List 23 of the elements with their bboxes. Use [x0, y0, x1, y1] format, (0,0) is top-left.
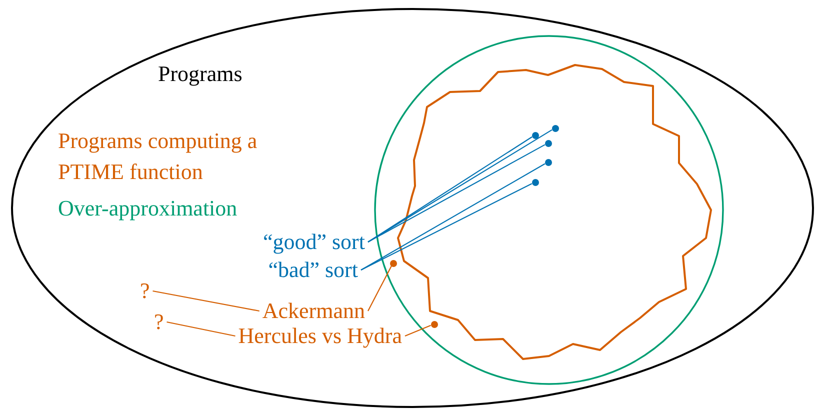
item-label: “good” sort: [260, 229, 368, 255]
region-caption: Over-approximation: [58, 194, 238, 222]
set-label: Programs: [158, 63, 242, 85]
leader-line: [368, 129, 552, 242]
point-marker: [544, 140, 552, 146]
item-label: Hercules vs Hydra: [235, 323, 405, 349]
item-label: Ackermann: [259, 298, 368, 324]
point-marker: [544, 158, 552, 166]
leader-line: [152, 290, 260, 312]
leader-line: [404, 324, 431, 336]
leader-line: [166, 321, 236, 337]
region-caption: Programs computing a PTIME function: [58, 127, 258, 186]
item-label: ?: [151, 309, 167, 335]
point-marker: [430, 320, 438, 328]
leader-line: [360, 183, 532, 270]
point-marker: [532, 178, 538, 186]
item-label: “bad” sort: [265, 257, 361, 283]
leader-line: [360, 163, 546, 270]
point-marker: [532, 132, 538, 138]
point-marker: [552, 124, 558, 132]
item-label: ?: [137, 278, 153, 304]
point-marker: [390, 260, 396, 266]
leader-line: [368, 266, 392, 312]
